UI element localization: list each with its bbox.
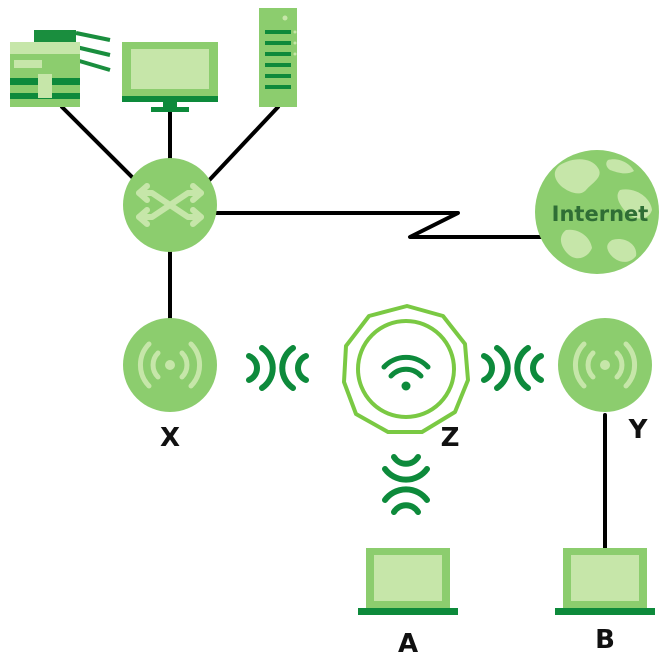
label-y: Y — [628, 415, 649, 445]
laptop-b: B — [555, 548, 655, 655]
internet-label: Internet — [552, 202, 649, 226]
label-z: Z — [441, 423, 460, 453]
laptop-icon — [358, 548, 458, 615]
printer-icon — [10, 30, 111, 107]
laptop-icon — [555, 548, 655, 615]
wireless-signal-icon — [382, 454, 430, 515]
link-switch-internet — [208, 211, 547, 239]
wired-links — [60, 105, 607, 550]
wifi-icon — [381, 354, 431, 379]
label-a: A — [398, 629, 418, 656]
laptop-a: A — [358, 548, 458, 656]
link-printer-switch — [60, 105, 147, 192]
access-point-x: X — [123, 318, 217, 453]
access-point-y: Y — [558, 318, 652, 445]
server-icon — [259, 8, 297, 107]
label-x: X — [160, 423, 180, 453]
link-server-switch — [198, 105, 280, 192]
monitor-icon — [122, 42, 218, 112]
switch-icon — [123, 158, 217, 252]
wireless-signal-icon — [246, 345, 309, 391]
globe-icon: Internet — [535, 150, 659, 274]
wireless-signal-icon — [481, 345, 544, 391]
label-b: B — [595, 625, 615, 655]
repeater-z: Z — [342, 304, 470, 453]
